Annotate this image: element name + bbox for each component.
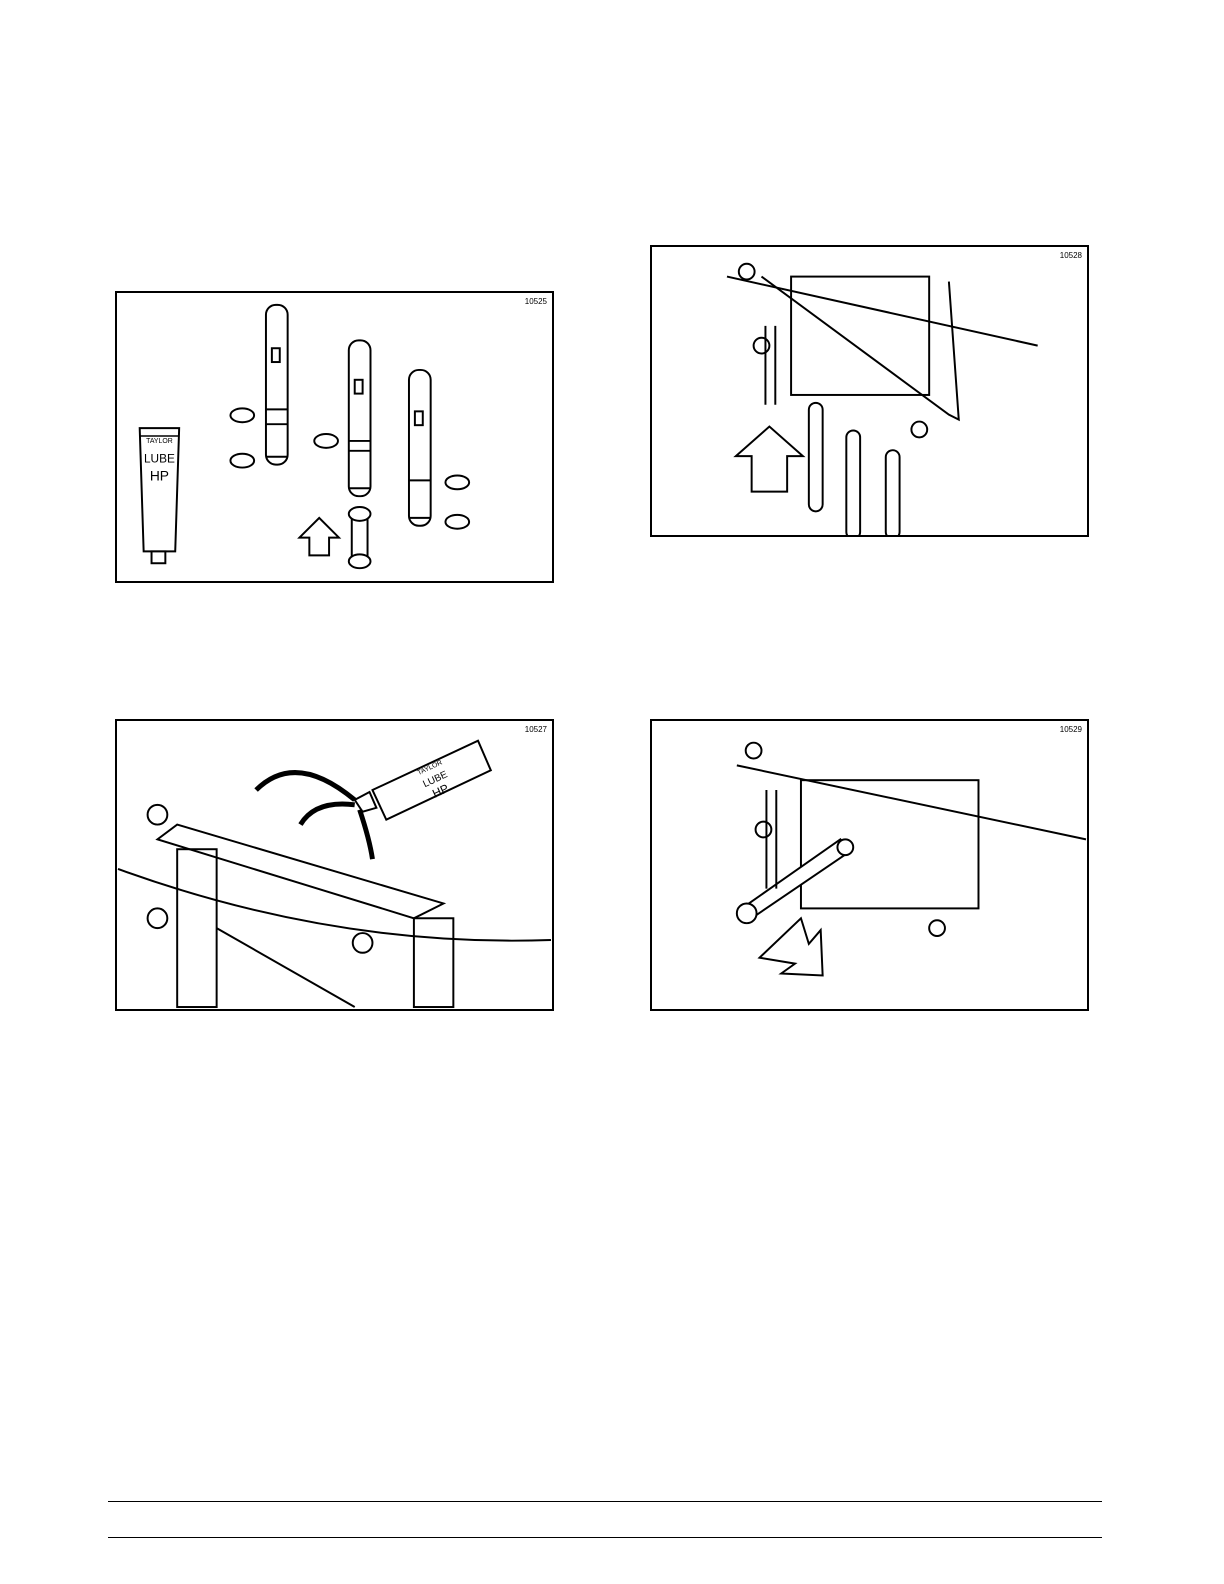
tube-label-line2: HP — [150, 468, 169, 483]
figure-lubricate-valve-bores: 10527 TAYLOR LUBE HP — [115, 719, 554, 1011]
footer-rule-top — [108, 1501, 1102, 1502]
tube-brand: TAYLOR — [146, 438, 173, 445]
figure-install-handle: 10529 — [650, 719, 1089, 1011]
install-handle-illustration — [652, 721, 1087, 1009]
tube-label-line1: LUBE — [144, 452, 175, 466]
insert-valves-illustration — [652, 247, 1087, 535]
footer-rule-bottom — [108, 1537, 1102, 1538]
figure-insert-valves: 10528 — [650, 245, 1089, 537]
draw-valves-illustration: TAYLOR LUBE HP — [117, 293, 552, 581]
lubricate-illustration: TAYLOR LUBE HP — [117, 721, 552, 1009]
figure-draw-valves-orings: 10525 — [115, 291, 554, 583]
